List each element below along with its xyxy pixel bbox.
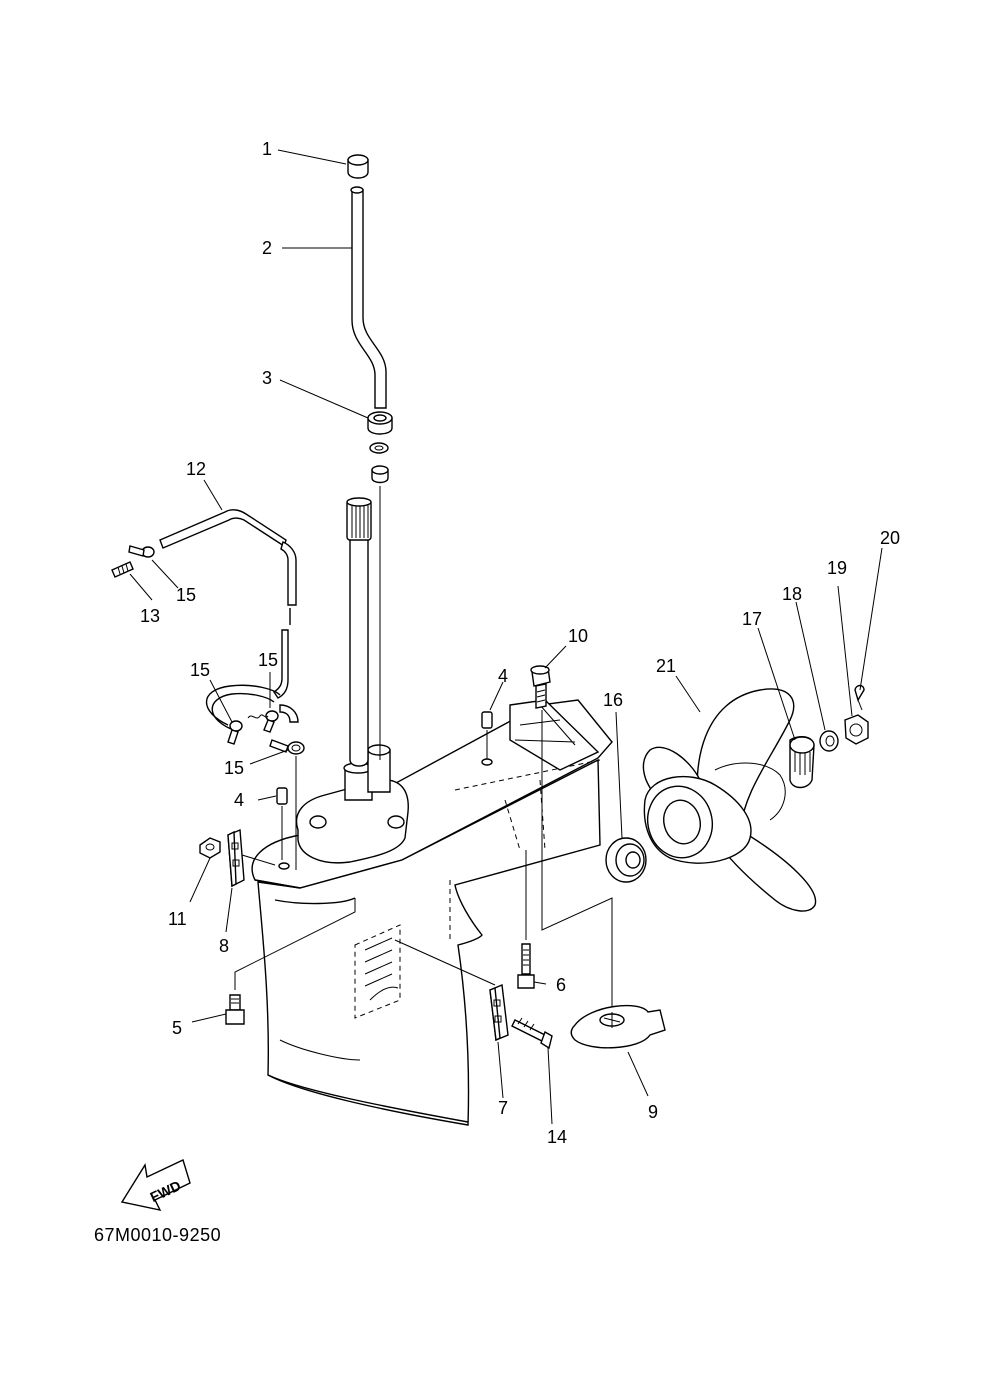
hose-clip-15d xyxy=(128,545,155,558)
anode-7 xyxy=(394,939,509,1042)
callout-18: 18 xyxy=(782,584,802,604)
propeller-21 xyxy=(642,688,817,912)
callout-16: 16 xyxy=(603,690,623,710)
hose-13 xyxy=(159,509,297,699)
callout-21: 21 xyxy=(656,656,676,676)
bolt-12 xyxy=(530,665,613,1010)
nut-10 xyxy=(199,837,221,859)
callout-2: 2 xyxy=(262,238,272,258)
callout-4-right: 4 xyxy=(498,666,508,686)
prop-nut-19 xyxy=(844,714,869,745)
callout-1: 3 xyxy=(262,368,272,388)
callout-15-right: 15 xyxy=(258,650,278,670)
callout-11: 9 xyxy=(648,1102,658,1122)
callout-6: 6 xyxy=(556,975,566,995)
washer-18 xyxy=(819,730,839,752)
callout-9: 14 xyxy=(547,1127,567,1147)
water-nozzle-14 xyxy=(111,561,134,578)
lower-unit-housing xyxy=(251,699,613,1126)
bolt-9 xyxy=(511,1017,553,1050)
callout-5: 5 xyxy=(172,1018,182,1038)
callout-4-left: 4 xyxy=(234,790,244,810)
callout-8: 8 xyxy=(219,936,229,956)
spacer-17 xyxy=(789,736,815,789)
thrust-washer-16 xyxy=(605,837,647,883)
callout-labels: 1 2 3 12 15 13 15 15 15 4 4 10 16 21 17 … xyxy=(140,139,900,1147)
diagram-code: 67M0010-9250 xyxy=(94,1225,222,1245)
callout-3: 1 xyxy=(262,139,272,159)
callout-14: 13 xyxy=(140,606,160,626)
fwd-arrow: FWD xyxy=(120,1159,191,1211)
callout-13: 12 xyxy=(186,459,206,479)
hose-clip-15c xyxy=(269,739,305,870)
dowel-pin-4-lower xyxy=(276,787,290,870)
callout-12: 10 xyxy=(568,626,588,646)
leader-lines xyxy=(129,149,883,1125)
drive-shaft xyxy=(346,497,372,767)
cotter-pin-20 xyxy=(854,684,865,711)
callout-17: 17 xyxy=(742,609,762,629)
hose-clip-15a xyxy=(227,720,243,745)
callout-20: 20 xyxy=(880,528,900,548)
callout-10: 11 xyxy=(168,909,187,929)
trim-tab-11 xyxy=(570,1004,666,1049)
water-tube xyxy=(350,186,387,409)
bolt-5 xyxy=(225,898,356,1025)
bolt-6 xyxy=(517,850,535,989)
callout-15-bottom: 15 xyxy=(224,758,244,778)
dowel-pin-4-upper xyxy=(481,711,493,766)
callout-15-top: 15 xyxy=(176,585,196,605)
callout-15-left: 15 xyxy=(190,660,210,680)
callout-7: 7 xyxy=(498,1098,508,1118)
anode-8 xyxy=(227,828,276,888)
callout-19: 19 xyxy=(827,558,847,578)
grommet-1 xyxy=(367,411,393,760)
grommet-3 xyxy=(347,154,369,179)
hose-clip-15b xyxy=(247,710,279,733)
